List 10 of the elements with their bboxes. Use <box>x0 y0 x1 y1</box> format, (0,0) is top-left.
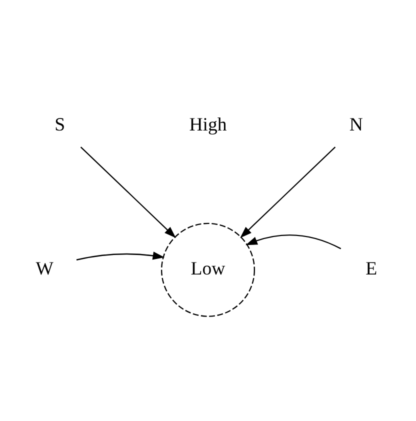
node-text: S <box>54 114 66 136</box>
node-circle: Low <box>160 222 256 317</box>
node-text: W <box>36 258 54 280</box>
node-text: N <box>349 114 363 136</box>
arrow <box>240 146 336 238</box>
label: High <box>189 114 227 136</box>
node-text: E <box>366 258 378 280</box>
arrow <box>76 252 165 260</box>
arrow <box>80 146 176 238</box>
arrow <box>246 234 342 250</box>
